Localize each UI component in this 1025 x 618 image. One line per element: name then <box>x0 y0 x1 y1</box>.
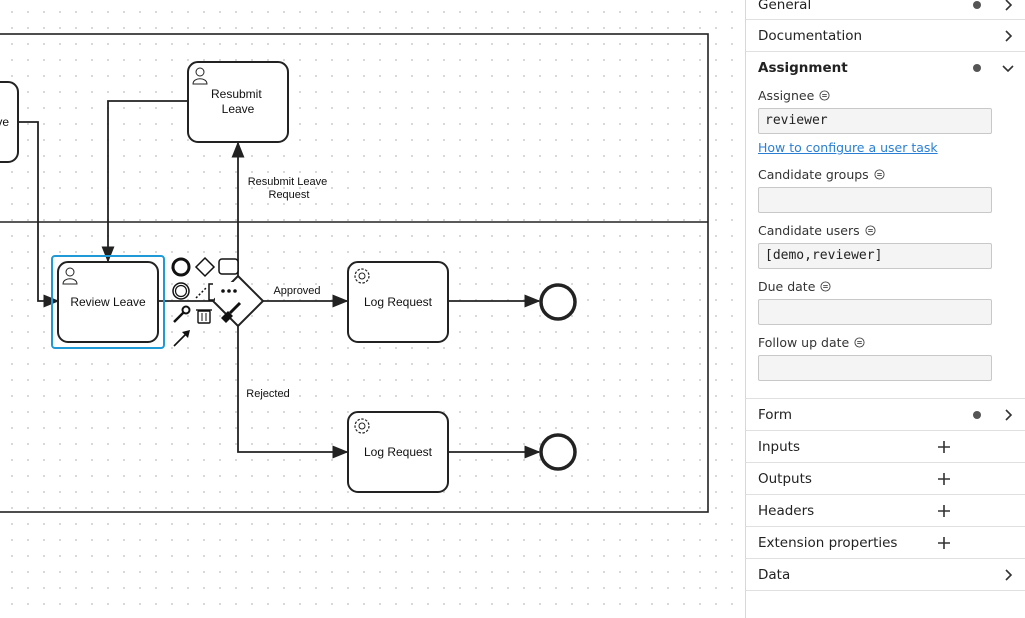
group-outputs[interactable]: Outputs <box>746 463 1025 495</box>
append-end-event-icon[interactable] <box>171 257 191 277</box>
follow-up-label: Follow up date <box>758 335 865 350</box>
plus-icon[interactable] <box>937 472 951 486</box>
task-log-approved-label: Log Request <box>364 295 433 309</box>
group-headers[interactable]: Headers <box>746 495 1025 527</box>
task-partial-left-label: ve <box>0 115 9 129</box>
candidate-groups-input[interactable] <box>758 187 992 213</box>
chevron-right-icon[interactable] <box>1001 0 1015 12</box>
wrench-icon[interactable] <box>173 305 191 323</box>
user-icon <box>192 67 208 85</box>
feel-expression-icon[interactable] <box>874 169 885 180</box>
task-review-label: Review Leave <box>70 295 146 309</box>
flow-label-approved[interactable]: Approved <box>273 285 320 297</box>
gear-icon <box>354 418 370 434</box>
append-task-icon[interactable] <box>218 258 239 275</box>
group-inputs-title: Inputs <box>758 438 800 455</box>
chevron-right-icon[interactable] <box>1001 29 1015 43</box>
due-date-label: Due date <box>758 279 831 294</box>
connect-dotted-icon <box>195 286 208 299</box>
candidate-groups-label-text: Candidate groups <box>758 167 869 182</box>
assignee-label: Assignee <box>758 88 830 103</box>
group-general-indicator <box>973 0 981 9</box>
group-inputs[interactable]: Inputs <box>746 431 1025 463</box>
feel-expression-icon[interactable] <box>820 281 831 292</box>
group-data-title: Data <box>758 566 791 583</box>
append-gateway-icon[interactable] <box>194 256 216 278</box>
group-headers-title: Headers <box>758 502 815 519</box>
user-icon <box>62 267 78 285</box>
group-general[interactable]: General <box>746 0 1025 20</box>
flow-rejected[interactable] <box>237 326 349 459</box>
assignee-input[interactable]: reviewer <box>758 108 992 134</box>
follow-up-label-text: Follow up date <box>758 335 850 350</box>
due-date-input[interactable] <box>758 299 992 325</box>
assignee-label-text: Assignee <box>758 88 815 103</box>
gear-icon <box>354 268 370 284</box>
group-documentation-title: Documentation <box>758 27 863 44</box>
connect-arrow-icon[interactable] <box>173 330 190 347</box>
group-general-title: General <box>758 0 812 13</box>
diagram-canvas[interactable]: ve Resubmit Leave Review Leave <box>0 0 745 618</box>
group-form-title: Form <box>758 406 793 423</box>
flow-label-rejected[interactable]: Rejected <box>246 388 289 400</box>
feel-expression-icon[interactable] <box>865 225 876 236</box>
help-link[interactable]: How to configure a user task <box>758 140 938 155</box>
due-date-label-text: Due date <box>758 279 816 294</box>
task-resubmit-leave[interactable]: Resubmit Leave <box>187 61 289 143</box>
flow-partial-to-review[interactable] <box>18 121 60 308</box>
plus-icon[interactable] <box>937 440 951 454</box>
feel-expression-icon[interactable] <box>819 90 830 101</box>
task-review-leave[interactable]: Review Leave <box>57 261 159 343</box>
group-data[interactable]: Data <box>746 559 1025 591</box>
properties-panel: General Documentation Assignment Assigne… <box>745 0 1025 618</box>
plus-icon[interactable] <box>937 536 951 550</box>
task-log-rejected-label: Log Request <box>364 445 433 459</box>
context-pad <box>171 256 242 347</box>
assignment-body: Assignee reviewer How to configure a use… <box>746 84 1025 399</box>
chevron-down-icon[interactable] <box>1001 61 1015 75</box>
group-documentation[interactable]: Documentation <box>746 20 1025 52</box>
intermediate-inner-ring <box>174 284 188 298</box>
follow-up-input[interactable] <box>758 355 992 381</box>
task-log-request-rejected[interactable]: Log Request <box>347 411 449 493</box>
flow-label-resubmit-request[interactable]: Resubmit Leave Request <box>248 176 331 201</box>
end-event-approved[interactable] <box>539 283 577 321</box>
group-extension-title: Extension properties <box>758 534 898 551</box>
task-partial-left[interactable] <box>0 81 19 163</box>
task-resubmit-label: Resubmit Leave <box>211 87 265 116</box>
candidate-groups-label: Candidate groups <box>758 167 885 182</box>
group-form-indicator <box>973 410 981 419</box>
flow-resubmit-to-review[interactable] <box>101 100 188 263</box>
more-icon[interactable] <box>215 282 241 302</box>
candidate-users-label-text: Candidate users <box>758 223 860 238</box>
candidate-users-label: Candidate users <box>758 223 876 238</box>
group-assignment-title: Assignment <box>758 60 848 76</box>
chevron-right-icon[interactable] <box>1001 408 1015 422</box>
feel-expression-icon[interactable] <box>854 337 865 348</box>
group-assignment[interactable]: Assignment <box>746 52 1025 84</box>
candidate-users-input[interactable]: [demo,reviewer] <box>758 243 992 269</box>
selection-outline <box>51 255 165 349</box>
plus-icon[interactable] <box>937 504 951 518</box>
chevron-right-icon[interactable] <box>1001 568 1015 582</box>
text-annotation-icon[interactable] <box>208 283 213 301</box>
group-outputs-title: Outputs <box>758 470 812 487</box>
trash-icon[interactable] <box>196 309 212 324</box>
group-extension-properties[interactable]: Extension properties <box>746 527 1025 559</box>
task-log-request-approved[interactable]: Log Request <box>347 261 449 343</box>
group-assignment-indicator <box>973 64 981 72</box>
color-brush-icon[interactable] <box>221 301 242 323</box>
pool-border[interactable] <box>0 33 709 513</box>
group-form[interactable]: Form <box>746 399 1025 431</box>
end-event-rejected[interactable] <box>539 433 577 471</box>
